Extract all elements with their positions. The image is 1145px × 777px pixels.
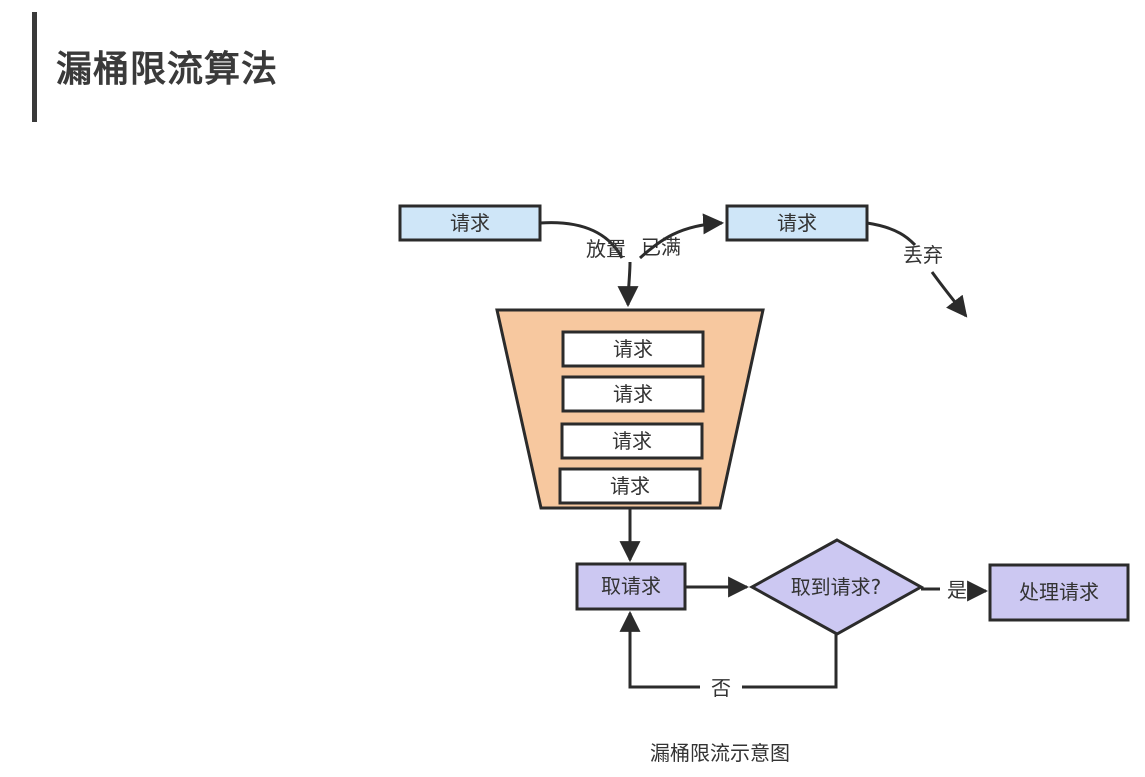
process-request-node: 处理请求 — [988, 563, 1130, 622]
decision-label: 取到请求? — [791, 575, 882, 599]
no-arrow — [619, 610, 700, 689]
bucket-item: 请求 — [560, 422, 704, 460]
full-label: 已满 — [641, 235, 681, 259]
bucket-item-label: 请求 — [610, 474, 650, 498]
take-request-label: 取请求 — [601, 574, 661, 598]
diagram-caption: 漏桶限流示意图 — [650, 741, 790, 765]
place-arrow — [617, 261, 639, 308]
bucket-item-label: 请求 — [613, 382, 653, 406]
incoming-request-node: 请求 — [398, 204, 542, 242]
discarded-request-label: 请求 — [777, 211, 817, 235]
bucket-item: 请求 — [558, 467, 702, 505]
discard-connector-top — [866, 221, 917, 247]
incoming-request-label: 请求 — [450, 211, 490, 235]
bucket-item-label: 请求 — [613, 337, 653, 361]
no-connector-right — [742, 634, 838, 689]
bucket-item-label: 请求 — [612, 429, 652, 453]
page-title: 漏桶限流算法 — [56, 49, 279, 90]
no-label: 否 — [711, 676, 731, 700]
bucket-item: 请求 — [561, 330, 705, 368]
discarded-request-node: 请求 — [725, 204, 869, 242]
decision-node: 取到请求? — [748, 538, 925, 636]
process-request-label: 处理请求 — [1019, 580, 1099, 604]
place-connector-top — [539, 221, 624, 259]
yes-label: 是 — [947, 578, 967, 602]
title-accent-bar — [32, 12, 37, 122]
place-label: 放置 — [586, 237, 626, 261]
discard-label: 丢弃 — [903, 243, 943, 267]
discard-arrow — [930, 271, 968, 318]
take-request-node: 取请求 — [575, 562, 687, 611]
full-arrow — [638, 213, 725, 260]
bucket-item: 请求 — [561, 375, 705, 413]
